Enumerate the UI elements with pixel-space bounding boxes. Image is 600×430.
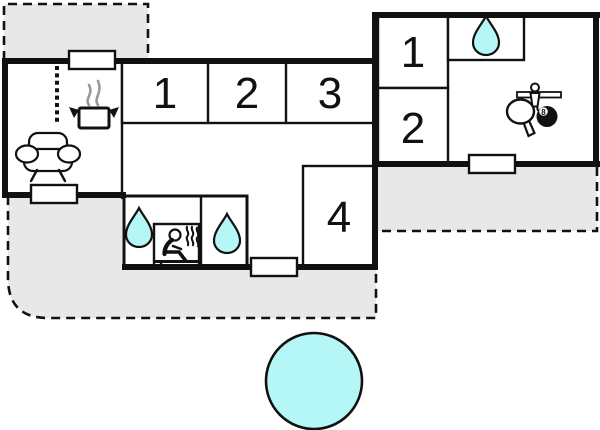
sofa-arm-left	[14, 144, 40, 164]
billiard-8-ball-badge	[539, 107, 548, 116]
foosball-player-leg-right	[536, 106, 539, 112]
water-drop-shape	[471, 13, 501, 57]
room-4: 4	[301, 164, 377, 269]
room-label-main-1: 1	[153, 69, 177, 118]
pot-body	[77, 106, 111, 130]
sofa-leg-right	[57, 168, 67, 183]
room-label-4: 4	[327, 193, 351, 242]
sofa-icon	[14, 131, 82, 183]
sauna-person-legs	[162, 250, 188, 263]
water-drop-icon-rightwing-bath	[471, 13, 501, 57]
foosball-player-head	[530, 82, 540, 93]
pot-handle-left	[69, 107, 79, 118]
cooking-pot-steam-icon	[69, 79, 119, 130]
room-label-main-3: 3	[318, 69, 342, 118]
sauna-person-head	[168, 228, 182, 242]
terrace-top-left-outline	[2, 2, 150, 60]
steam-line-1	[86, 83, 92, 107]
room-label-right-2: 2	[401, 104, 425, 153]
window-top	[67, 49, 117, 71]
water-drop-icon-bath-right	[212, 211, 242, 255]
room-label-main-2: 2	[235, 69, 259, 118]
main-wing-bedroom-row: 1 2 3	[120, 59, 377, 125]
water-drop-shape	[212, 211, 242, 255]
billiard-8-label: 8	[541, 108, 546, 117]
window-rightwing-bottom	[467, 153, 517, 175]
sofa-leg-left	[29, 168, 39, 183]
terrace-right	[378, 166, 599, 233]
room-label-right-1: 1	[401, 28, 425, 77]
right-wing-rooms: 1 2	[376, 14, 526, 166]
terrace-right-fill	[378, 166, 597, 231]
terrace-bottom	[6, 196, 378, 320]
sauna-heat-wave-1	[185, 225, 190, 247]
table-tennis-paddle	[505, 98, 536, 125]
window-living-bottom	[29, 183, 79, 205]
sauna-person-arm	[171, 244, 183, 251]
terrace-right-outline	[378, 167, 599, 233]
sauna-heat-wave-3	[195, 226, 200, 248]
sauna-heat-wave-2	[190, 225, 195, 247]
pool-icon	[264, 331, 364, 430]
right-bedroom-2-box	[376, 86, 450, 166]
game-room-icon: 8	[505, 82, 562, 138]
water-drop-icon-bath-left	[124, 205, 154, 249]
water-drop-shape	[124, 205, 154, 249]
pot-handle-right	[109, 107, 119, 118]
sauna-icon	[155, 225, 200, 268]
sofa-arm-right	[56, 144, 82, 164]
terrace-bottom-fill	[8, 196, 376, 318]
steam-line-2	[95, 79, 101, 107]
window-middle-bottom	[249, 256, 299, 278]
